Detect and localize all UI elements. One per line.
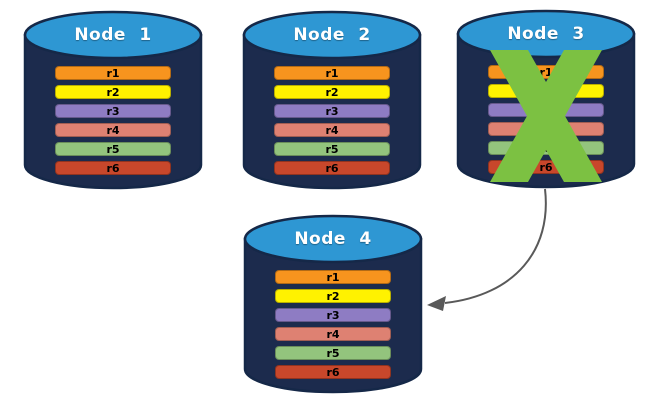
row-bar: r3 [274, 104, 390, 118]
row-label: r5 [326, 346, 340, 360]
row-bar: r3 [275, 308, 391, 322]
row-label: r4 [326, 327, 340, 341]
row-bar: r5 [275, 346, 391, 360]
row-bar: r1 [274, 66, 390, 80]
row-label: r6 [326, 365, 340, 379]
row-bar: r5 [55, 142, 171, 156]
row-label: r1 [325, 66, 339, 80]
row-stack: r1 r2 r3 r4 r5 r6 [274, 66, 390, 180]
row-bar: r2 [275, 289, 391, 303]
row-bar: r4 [275, 327, 391, 341]
row-bar: r4 [55, 123, 171, 137]
arrow-line [444, 188, 547, 304]
row-label: r6 [106, 161, 120, 175]
row-bar: r1 [55, 66, 171, 80]
row-label: r3 [106, 104, 120, 118]
node-title: Node 3 [507, 24, 585, 44]
node-4: Node 4 r1 r2 r3 r4 r5 r6 [242, 213, 424, 395]
row-bar: r6 [274, 161, 390, 175]
row-label: r6 [539, 160, 553, 174]
row-label: r1 [106, 66, 120, 80]
row-label: r2 [326, 289, 340, 303]
cylinder-top [242, 10, 422, 60]
arrow-head [427, 296, 446, 311]
row-bar: r5 [274, 142, 390, 156]
row-stack: r1 r2 r3 r4 r5 r6 [275, 270, 391, 384]
row-bar: r6 [55, 161, 171, 175]
row-label: r5 [106, 142, 120, 156]
cylinder-top [456, 9, 636, 59]
row-bar: r2 [274, 85, 390, 99]
row-label: r1 [326, 270, 340, 284]
node-title: Node 1 [74, 25, 152, 45]
node-2: Node 2 r1 r2 r3 r4 r5 r6 [241, 9, 423, 191]
row-bar: r4 [274, 123, 390, 137]
row-label: r6 [325, 161, 339, 175]
row-label: r2 [325, 85, 339, 99]
row-label: r5 [325, 142, 339, 156]
node-title: Node 4 [294, 229, 372, 249]
row-label: r4 [106, 123, 120, 137]
row-label: r1 [539, 65, 553, 79]
node-1: Node 1 r1 r2 r3 r4 r5 r6 [22, 9, 204, 191]
row-stack: r1 r2 r3 r4 r5 r6 [55, 66, 171, 180]
failure-x-icon [490, 50, 602, 182]
row-bar: r3 [55, 104, 171, 118]
row-bar: r1 [275, 270, 391, 284]
row-bar: r6 [275, 365, 391, 379]
cylinder-top [243, 214, 423, 264]
row-label: r3 [325, 104, 339, 118]
row-label: r3 [326, 308, 340, 322]
node-title: Node 2 [293, 25, 371, 45]
cylinder-top [23, 10, 203, 60]
row-bar: r2 [55, 85, 171, 99]
row-label: r4 [325, 123, 339, 137]
row-label: r2 [106, 85, 120, 99]
node-3: Node 3 r1 r2 r3 r4 r5 r6 [455, 8, 637, 190]
